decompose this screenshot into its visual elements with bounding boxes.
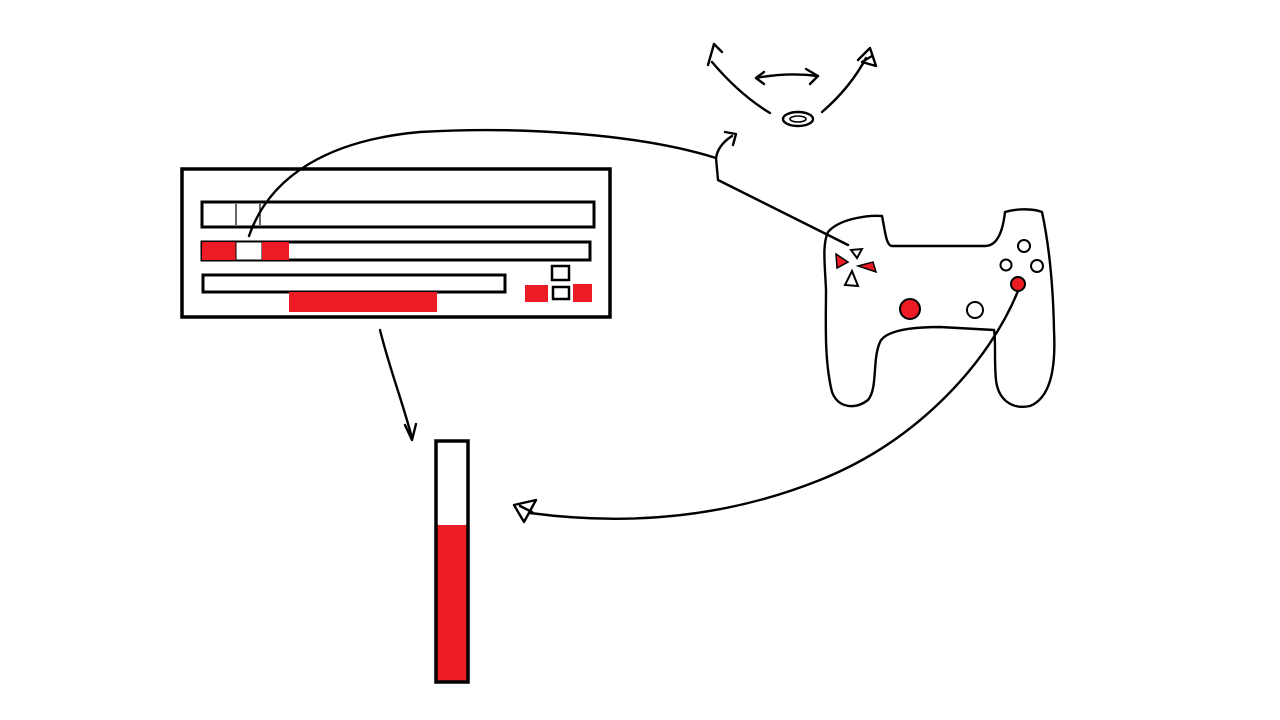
gauge-frame bbox=[434, 439, 470, 684]
dpad-right bbox=[573, 284, 592, 302]
row-2-cell-1 bbox=[202, 242, 236, 260]
hud-panel bbox=[180, 167, 612, 319]
panel-row-1 bbox=[200, 200, 596, 229]
row-2-cell-2 bbox=[235, 241, 263, 261]
controller-right-stick bbox=[966, 301, 984, 319]
panel-row-2 bbox=[200, 240, 592, 262]
controller-dpad-left bbox=[835, 252, 850, 270]
connector-camera-arrowhead bbox=[723, 130, 738, 147]
gauge-fill bbox=[436, 525, 468, 682]
connector-gauge-side-arrowhead bbox=[512, 498, 538, 524]
controller-body bbox=[823, 208, 1056, 408]
connector-gauge-arrowhead bbox=[403, 422, 418, 442]
orbit-right-arm bbox=[820, 56, 868, 114]
controller-dpad-down bbox=[843, 268, 860, 288]
controller-left-stick bbox=[899, 298, 921, 320]
dpad-up bbox=[550, 264, 571, 282]
connector-panel-to-gauge bbox=[378, 328, 414, 440]
orbit-right-arrowhead bbox=[856, 46, 878, 68]
row-1-bar bbox=[200, 200, 596, 229]
orbit-left-arm bbox=[710, 60, 772, 115]
controller-dpad-up bbox=[849, 247, 864, 260]
connector-button-to-gauge bbox=[528, 289, 1020, 520]
face-button-right bbox=[1030, 259, 1044, 273]
connector-panel-to-camera bbox=[247, 128, 718, 238]
pan-right-arrowhead bbox=[804, 67, 820, 86]
connector-to-camera-tip bbox=[714, 134, 734, 160]
face-button-top bbox=[1017, 239, 1031, 253]
dpad-down bbox=[551, 285, 571, 301]
camera-pupil bbox=[789, 115, 807, 123]
controller-dpad bbox=[835, 247, 878, 288]
vertical-gauge bbox=[434, 439, 470, 684]
connector-dpad-to-junction bbox=[714, 156, 850, 247]
panel-row-3 bbox=[201, 273, 507, 312]
camera-eye bbox=[781, 110, 815, 128]
dpad-cross-icon bbox=[525, 264, 592, 302]
row-3-bar bbox=[201, 273, 507, 294]
controller-dpad-right bbox=[855, 261, 878, 274]
pan-line bbox=[754, 73, 820, 80]
row-3-fill bbox=[289, 292, 437, 312]
face-button-left bbox=[999, 258, 1013, 272]
dpad-left bbox=[525, 285, 548, 302]
controller-face-buttons bbox=[999, 239, 1044, 292]
orbit-left-arrowhead bbox=[706, 42, 724, 67]
pan-left-arrowhead bbox=[754, 70, 766, 86]
row-2-cell-3 bbox=[262, 242, 289, 260]
camera-orbit-icon bbox=[706, 42, 878, 128]
gamepad-icon bbox=[823, 208, 1056, 408]
face-button-bottom bbox=[1010, 276, 1026, 292]
